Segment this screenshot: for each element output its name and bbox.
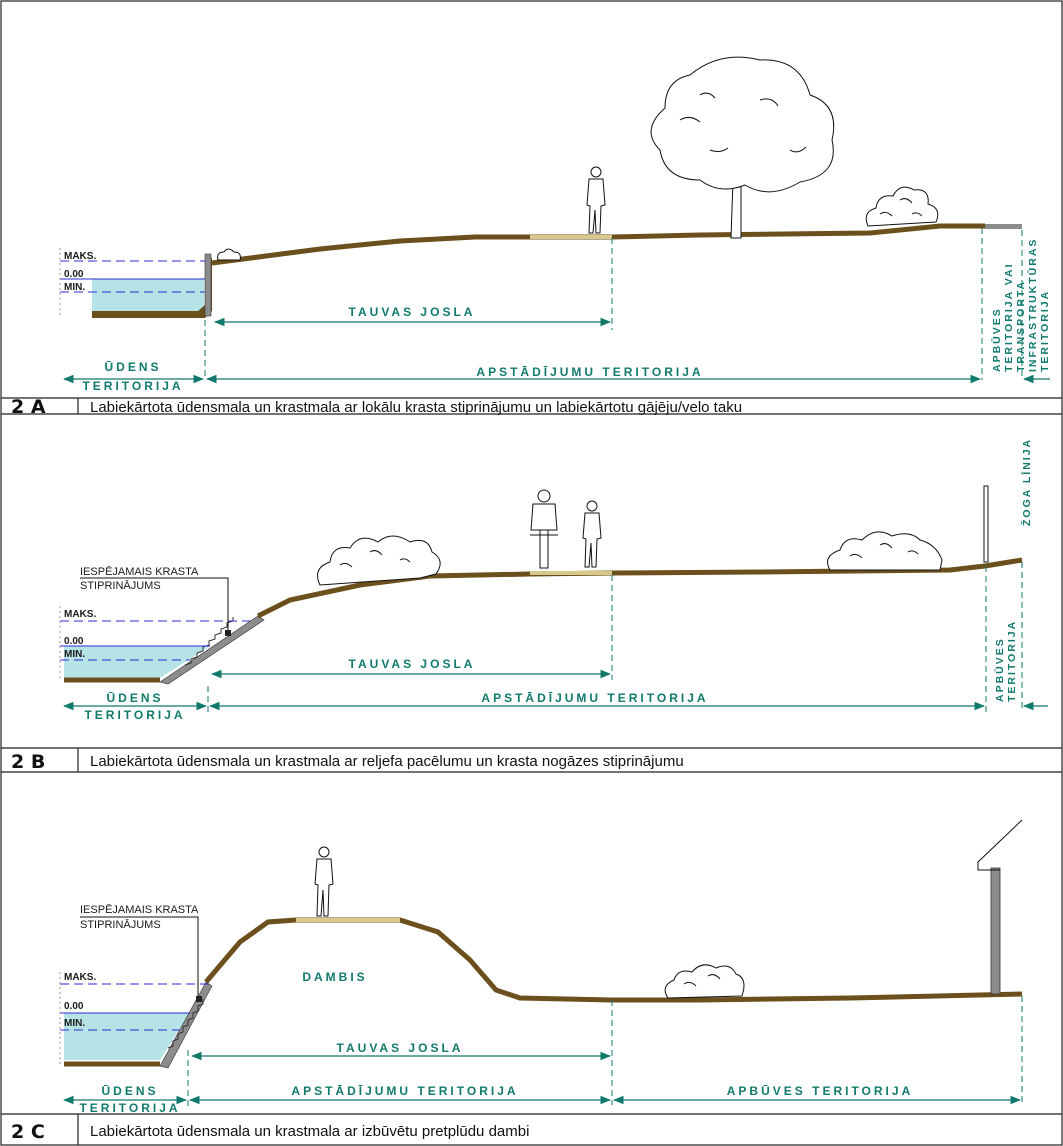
apstadijumu-label: APSTĀDĪJUMU TERITORIJA bbox=[481, 691, 708, 705]
apbuves-label: APBŪVES TERITORIJA bbox=[727, 1084, 913, 1098]
apstadijumu-label: APSTĀDĪJUMU TERITORIJA bbox=[291, 1084, 518, 1098]
level-zero: 0.00 bbox=[64, 1001, 84, 1012]
panel-code: 2 B bbox=[11, 751, 45, 773]
panel-2b: MAKS. 0.00 MIN. IESPĒJAMAIS KRASTA STIPR… bbox=[1, 438, 1062, 773]
water-body bbox=[64, 646, 210, 678]
udens-label: ŪDENS bbox=[106, 691, 163, 705]
water-body bbox=[92, 279, 204, 311]
infrastrukturas-label: INFRASTRUKTŪRAS bbox=[1027, 238, 1039, 372]
note-line-1: IESPĒJAMAIS KRASTA bbox=[80, 566, 199, 578]
level-zero: 0.00 bbox=[64, 269, 84, 280]
pedestrian-icon bbox=[582, 500, 602, 568]
level-min: MIN. bbox=[64, 1018, 85, 1029]
level-min: MIN. bbox=[64, 649, 85, 660]
path-surface bbox=[296, 918, 400, 922]
udens-teritorija-label: TERITORIJA bbox=[84, 708, 185, 722]
panel-2a: MAKS. 0.00 MIN. T bbox=[1, 56, 1062, 418]
note-line-2: STIPRINĀJUMS bbox=[80, 580, 161, 592]
note-line-2: STIPRINĀJUMS bbox=[80, 919, 161, 931]
udens-label: ŪDENS bbox=[104, 360, 161, 374]
udens-label: ŪDENS bbox=[101, 1084, 158, 1098]
water-body bbox=[64, 1013, 190, 1060]
level-min: MIN. bbox=[64, 282, 85, 293]
bush-icon bbox=[865, 186, 939, 227]
tauvas-josla-label: TAUVAS JOSLA bbox=[349, 305, 476, 319]
bush-icon bbox=[664, 964, 745, 999]
level-max: MAKS. bbox=[64, 972, 96, 983]
zoga-linija-label: ŽOGA LĪNIJA bbox=[1020, 438, 1033, 526]
house-icon bbox=[977, 819, 1023, 995]
cyclist-icon bbox=[530, 489, 558, 569]
path-surface bbox=[530, 571, 612, 575]
panel-code: 2 C bbox=[11, 1121, 45, 1143]
panel-2c: MAKS. 0.00 MIN. IESPĒJAMAIS KRASTA STIPR… bbox=[1, 819, 1062, 1145]
teritorija-label: TERITORIJA bbox=[1006, 620, 1018, 702]
pedestrian-icon bbox=[586, 166, 606, 234]
panel-description: Labiekārtota ūdensmala un krastmala ar i… bbox=[90, 1123, 529, 1140]
bush-icon bbox=[827, 531, 943, 571]
small-shrub-icon bbox=[217, 248, 241, 261]
tauvas-josla-label: TAUVAS JOSLA bbox=[337, 1041, 464, 1055]
apbuves-label: APBŪVES bbox=[991, 307, 1003, 372]
tauvas-josla-label: TAUVAS JOSLA bbox=[349, 657, 476, 671]
panel-description: Labiekārtota ūdensmala un krastmala ar r… bbox=[90, 753, 684, 770]
note-line-1: IESPĒJAMAIS KRASTA bbox=[80, 904, 199, 916]
apbuves-label: APBŪVES bbox=[994, 637, 1006, 702]
udens-teritorija-label: TERITORIJA bbox=[79, 1101, 180, 1115]
dambis-label: DAMBIS bbox=[302, 970, 367, 984]
apstadijumu-label: APSTĀDĪJUMU TERITORIJA bbox=[476, 365, 703, 379]
level-zero: 0.00 bbox=[64, 636, 84, 647]
fence-post bbox=[983, 485, 989, 563]
level-max: MAKS. bbox=[64, 609, 96, 620]
bush-icon bbox=[317, 535, 441, 586]
transporta-label: TRANSPORTA bbox=[1015, 280, 1027, 372]
udens-teritorija-label: TERITORIJA bbox=[82, 379, 183, 393]
dam-profile bbox=[204, 917, 1023, 1003]
teritorija-label: TERITORIJA bbox=[1039, 290, 1051, 372]
panel-description: Labiekārtota ūdensmala un krastmala ar l… bbox=[90, 399, 742, 416]
path-surface bbox=[530, 235, 612, 239]
tree-icon bbox=[650, 56, 835, 239]
pedestrian-icon bbox=[314, 846, 334, 917]
level-max: MAKS. bbox=[64, 251, 96, 262]
teritorija-vai-label: TERITORIJA VAI bbox=[1003, 263, 1015, 372]
panel-code: 2 A bbox=[11, 396, 46, 418]
